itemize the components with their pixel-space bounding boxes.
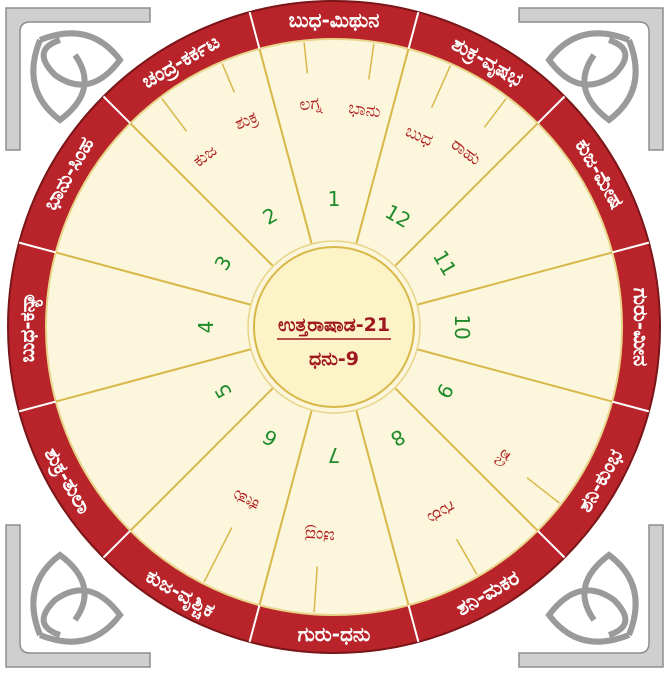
house-number: 1 [328, 187, 341, 211]
rim-label: ಬುಧ-ಮಿಥುನ [289, 8, 380, 32]
center-rashi: ಧನು-9 [309, 348, 359, 370]
house-number: 4 [194, 321, 218, 334]
house-number: 10 [450, 314, 474, 339]
rim-label: ಗುರು-ಧನು [298, 622, 371, 646]
rim-label: ಗುರು-ಮೀನ [629, 288, 653, 366]
planet-label: ಚಂದ್ರ [303, 524, 335, 546]
house-number: 7 [328, 443, 341, 467]
planet-label: ಲಗ್ನ [298, 93, 323, 115]
center-nakshatra: ಉತ್ತರಾಷಾಡ-21 [278, 314, 390, 337]
